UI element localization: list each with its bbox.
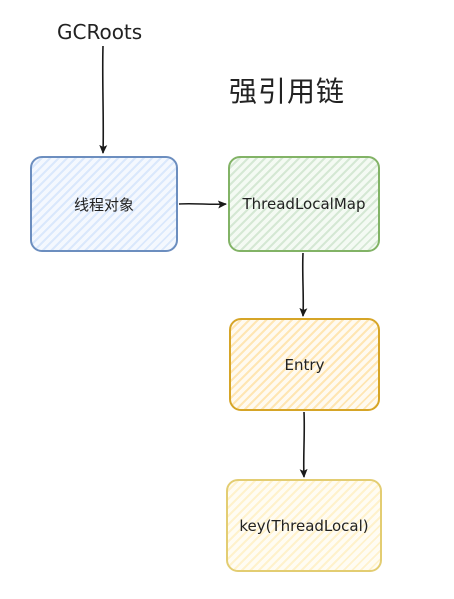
thread-local-map-node: ThreadLocalMap (228, 156, 380, 252)
thread-object-node: 线程对象 (30, 156, 178, 252)
gcroots-label: GCRoots (57, 20, 143, 44)
arrow-thread-to-map (178, 200, 227, 209)
arrow-entry-to-key (299, 411, 308, 478)
diagram-heading: 强引用链 (229, 75, 346, 108)
key-node: key(ThreadLocal) (226, 479, 382, 572)
thread-local-map-label: ThreadLocalMap (242, 195, 366, 213)
entry-label: Entry (284, 355, 325, 374)
entry-node: Entry (229, 318, 380, 411)
arrow-map-to-entry (299, 252, 308, 317)
thread-object-label: 线程对象 (73, 195, 134, 214)
arrow-gcroots-to-thread (99, 45, 108, 154)
key-label: key(ThreadLocal) (239, 516, 369, 535)
